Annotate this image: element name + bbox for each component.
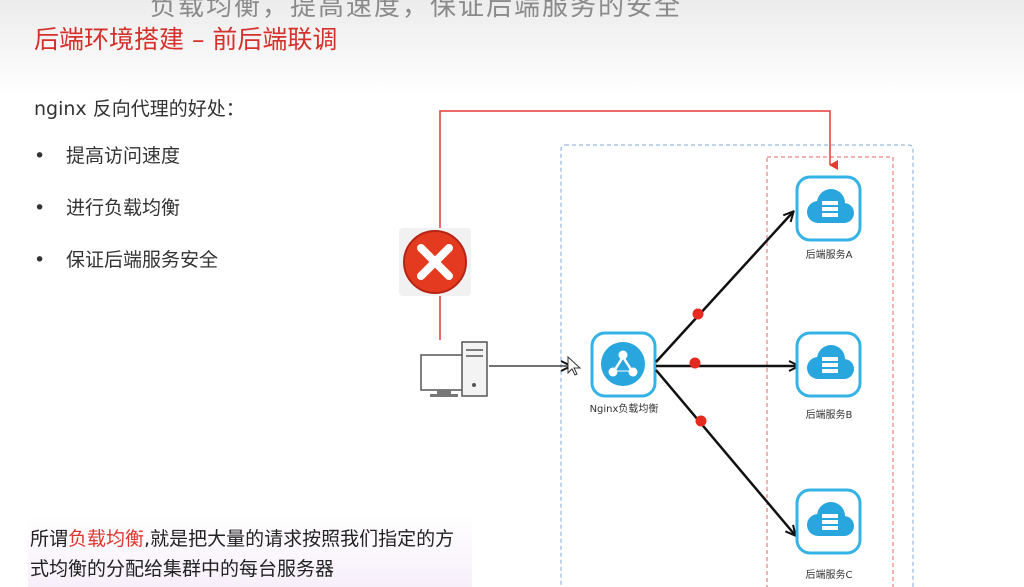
- route-dot: [689, 357, 701, 369]
- direct-access-path: [439, 110, 838, 340]
- subtitle-caption: 所谓负载均衡,就是把大量的请求按照我们指定的方式均衡的分配给集群中的每台服务器: [30, 524, 470, 584]
- route-arrow-c: [655, 369, 795, 535]
- server-a-label: 后端服务A: [806, 248, 853, 261]
- server-c-cloud-icon: [795, 488, 862, 555]
- caption-backdrop: [28, 516, 472, 587]
- bullet-list: •提高访问速度 •进行负载均衡 •保证后端服务安全: [34, 141, 218, 297]
- bullet-item: •保证后端服务安全: [34, 249, 219, 271]
- caption-prefix: 所谓: [30, 528, 69, 550]
- nginx-label: Nginx负载均衡: [590, 402, 659, 415]
- page-title: 后端环境搭建 – 前后端联调: [34, 25, 338, 54]
- blocked-icon: [399, 228, 471, 296]
- cluster-frame: [560, 144, 914, 587]
- nginx-node: [590, 331, 657, 398]
- route-arrow-a: [655, 212, 793, 363]
- caption-rest: ,就是把大量的请求按照我们指定的方式均衡的分配给集群中的每台服务器: [30, 528, 455, 580]
- route-dot: [692, 308, 704, 320]
- client-computer-icon: [420, 341, 488, 397]
- section-heading: nginx 反向代理的好处：: [34, 98, 245, 120]
- bullet-item: •提高访问速度: [34, 145, 181, 167]
- caption-highlight: 负载均衡: [68, 528, 145, 550]
- bullet-text: 提高访问速度: [66, 145, 181, 167]
- server-c-label: 后端服务C: [806, 568, 853, 581]
- bullet-text: 保证后端服务安全: [66, 249, 219, 271]
- server-b-label: 后端服务B: [806, 408, 853, 421]
- bullet-text: 进行负载均衡: [66, 197, 181, 219]
- title-band: [0, 0, 1024, 95]
- bullet-item: •进行负载均衡: [34, 197, 181, 219]
- route-dot: [695, 415, 707, 427]
- server-a-cloud-icon: [795, 175, 862, 242]
- top-caption: 负载均衡，提高速度，保证后端服务的安全: [150, 0, 683, 22]
- mouse-cursor-icon: [567, 355, 582, 376]
- server-b-cloud-icon: [795, 331, 862, 398]
